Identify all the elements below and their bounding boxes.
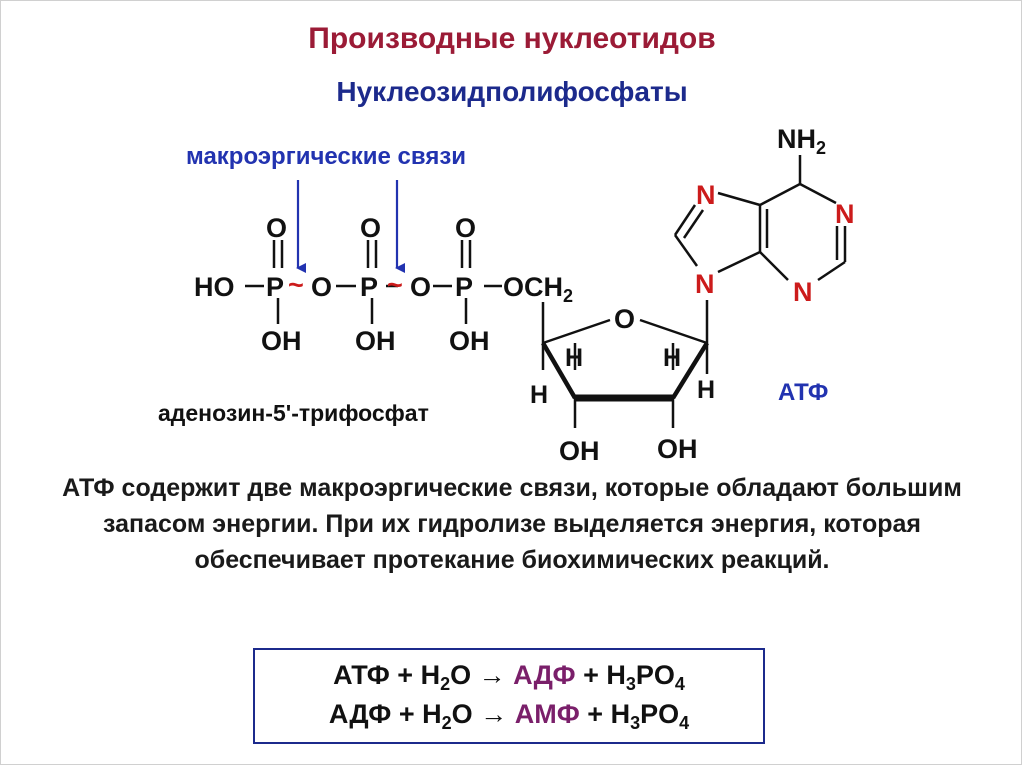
eq-water-end: O [451, 699, 473, 729]
atom-o-ring: O [614, 304, 635, 334]
atom-p1: P [266, 272, 284, 302]
atom-p3: P [455, 272, 473, 302]
eq-plus: + [587, 699, 604, 729]
atom-o-top-2: O [360, 213, 381, 243]
eq-water-sub: 2 [440, 674, 451, 694]
atom-och2: OCH2 [503, 272, 573, 306]
equation-adp-hydrolysis: АДФ + H2O → АМФ + H3PO4 [255, 699, 763, 733]
atom-n-7: N [696, 180, 716, 210]
bond-tilde-1: ~ [288, 270, 304, 300]
eq-acid-sub: 3 [625, 674, 636, 694]
description-text: АТФ содержит две макроэргические связи, … [62, 474, 962, 574]
atom-n-1: N [835, 199, 855, 229]
atom-h-3: H [530, 381, 548, 409]
eq-arrow: → [480, 699, 508, 729]
atom-oh-ribose-1: OH [559, 436, 600, 466]
atom-oh-2: OH [355, 326, 396, 356]
eq-reactant: АТФ [333, 660, 390, 690]
eq-reactant: АДФ [328, 699, 392, 729]
ribose-ring [541, 300, 709, 428]
atom-h-2: H [663, 344, 681, 372]
eq-acid-po-sub: 4 [679, 713, 690, 733]
slide-subtitle: Нуклеозидполифосфаты [336, 76, 688, 107]
atom-o-top-3: O [455, 213, 476, 243]
eq-arrow: → [478, 660, 506, 690]
eq-plus: + [398, 699, 415, 729]
eq-acid-sub: 3 [630, 713, 641, 733]
macroergic-bonds-label: макроэргические связи [186, 143, 467, 170]
atom-h-1: H [565, 344, 583, 372]
atom-oh-3: OH [449, 326, 490, 356]
slide-title: Производные нуклеотидов [308, 22, 716, 55]
atom-n-3: N [793, 277, 813, 307]
atom-nh2: NH2 [777, 124, 826, 158]
atom-ho: HO [194, 272, 235, 302]
equation-atp-hydrolysis: АТФ + H2O → АДФ + H3PO4 [255, 660, 763, 694]
atom-oh-1: OH [261, 326, 302, 356]
bond-tilde-2: ~ [387, 270, 403, 300]
eq-acid: H [606, 660, 626, 690]
molecule-abbreviation: АТФ [778, 379, 829, 406]
eq-acid-po: PO [635, 660, 675, 690]
eq-product: АДФ [513, 660, 576, 690]
atom-p2: P [360, 272, 378, 302]
atom-h-4: H [697, 376, 715, 404]
eq-plus: + [583, 660, 599, 690]
phosphate-bonds [245, 240, 545, 343]
eq-plus: + [397, 660, 414, 690]
eq-acid: H [610, 699, 631, 729]
eq-acid-po-sub: 4 [674, 674, 685, 694]
atom-o-top-1: O [266, 213, 287, 243]
eq-water: H [422, 699, 442, 729]
atom-o-bridge-2: O [410, 272, 431, 302]
equations-box: АТФ + H2O → АДФ + H3PO4 АДФ + H2O → АМФ … [253, 648, 765, 744]
eq-product: АМФ [514, 699, 580, 729]
eq-water-sub: 2 [441, 713, 452, 733]
eq-water: H [420, 660, 441, 690]
atom-n-9: N [695, 269, 715, 299]
molecule-name: аденозин-5'-трифосфат [158, 400, 429, 426]
atom-o-bridge-1: O [311, 272, 332, 302]
atom-oh-ribose-2: OH [657, 434, 698, 464]
eq-water-end: O [450, 660, 472, 690]
adenine-rings [673, 155, 847, 282]
eq-acid-po: PO [640, 699, 680, 729]
